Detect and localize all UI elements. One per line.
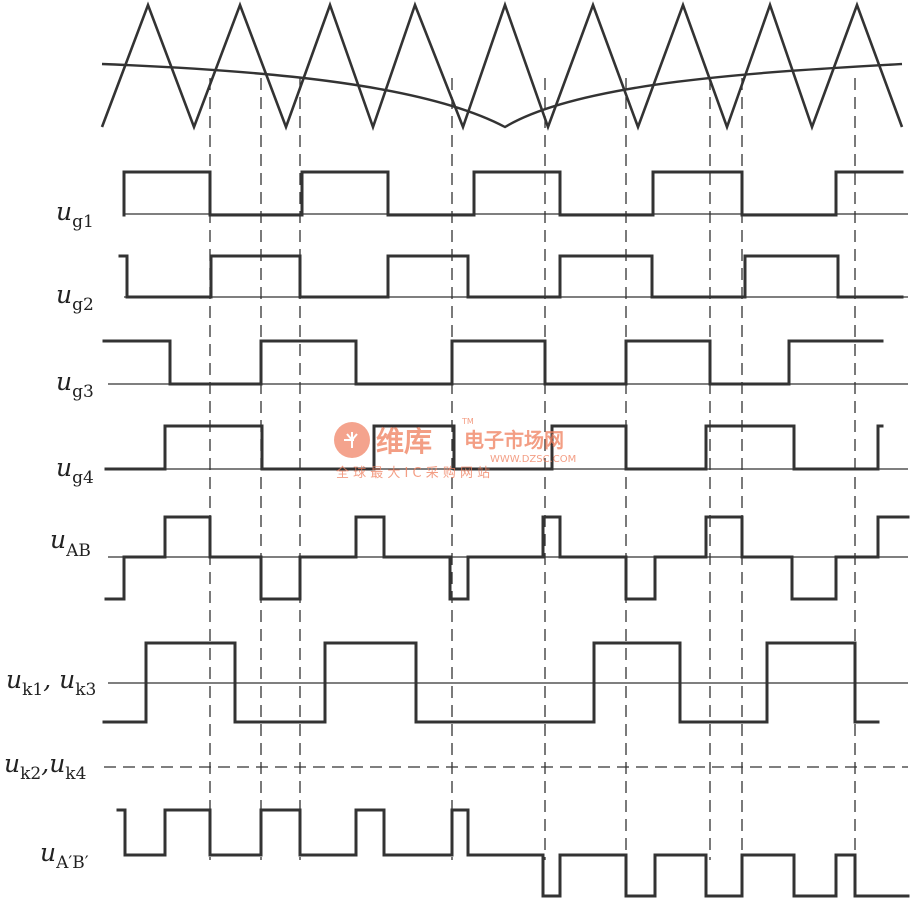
uaprime-bprime-waveform	[116, 808, 910, 898]
label-ug1: ug1	[56, 197, 94, 232]
watermark-slogan: 全 球 最 大 I C 采 购 网 站	[336, 465, 490, 481]
watermark-site: 电子市场网	[464, 428, 564, 452]
ug4-waveform	[104, 424, 884, 471]
ug2-waveform	[118, 254, 904, 299]
label-ug3: ug3	[56, 367, 94, 402]
watermark-tm: TM	[461, 417, 474, 426]
label-uab: uAB	[50, 525, 91, 561]
uab-waveform	[104, 515, 910, 601]
label-uk2-uk4: uk2,uk4	[4, 749, 86, 784]
watermark-url: WWW.DZSC.COM	[490, 454, 576, 465]
label-ug2: ug2	[56, 280, 94, 315]
label-uk1-uk3: uk1, uk3	[6, 665, 96, 700]
label-ug4: ug4	[56, 453, 94, 488]
ug3-waveform	[102, 339, 884, 386]
uk1-uk3-waveform	[102, 641, 880, 724]
watermark-brand: 维库	[376, 425, 432, 458]
chip-logo-glyph-icon	[344, 432, 358, 448]
ug1-waveform	[122, 170, 904, 217]
watermark: 维库 电子市场网 TM WWW.DZSC.COM 全 球 最 大 I C 采 购…	[334, 417, 576, 481]
sinusoidal-modulating-wave	[101, 62, 903, 129]
triangular-carrier-wave	[100, 1, 904, 131]
label-uaprime-bprime: uA′B′	[40, 838, 89, 873]
